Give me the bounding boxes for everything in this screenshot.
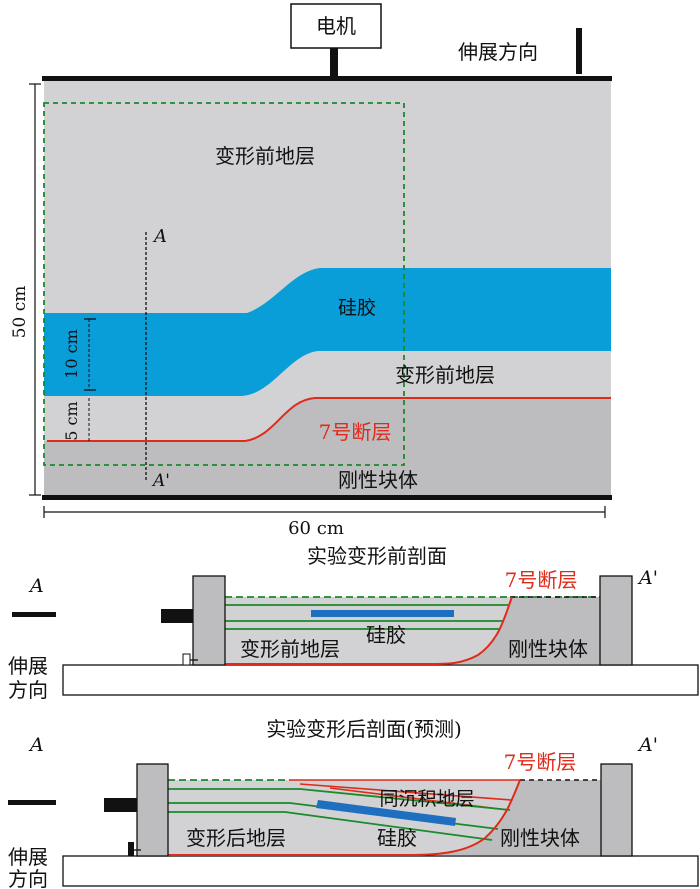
fault-label-after: 7号断层 xyxy=(504,750,577,774)
section-before-A-prime: A' xyxy=(637,567,658,589)
fault-label: 7号断层 xyxy=(319,420,392,444)
green-line-3-after xyxy=(168,811,493,841)
motor-box xyxy=(290,3,382,49)
silicone-block-before xyxy=(311,610,454,617)
silicone-label-before: 硅胶 xyxy=(366,623,406,647)
left-wall-after xyxy=(136,763,169,857)
plan-label-A-prime: A' xyxy=(151,471,170,491)
section-before: 实验变形前剖面 A A' 7号断层 变形前地层 硅胶 刚性块体 伸展 方向 xyxy=(8,544,699,702)
dim-50cm-label: 50 cm xyxy=(10,286,30,339)
silicone-label: 硅胶 xyxy=(338,297,376,319)
motor-label: 电机 xyxy=(316,14,356,38)
rigid-block-label-after: 刚性块体 xyxy=(500,826,580,850)
dim-5cm-label: 5 cm xyxy=(62,401,81,440)
section-before-marker xyxy=(12,612,56,617)
fault-after xyxy=(168,779,521,856)
silicone-band xyxy=(44,268,611,396)
pre-strata-label-top: 变形前地层 xyxy=(215,144,315,168)
base-plate-after xyxy=(62,855,699,887)
plan-view: 电机 伸展方向 A A' 变形前地层 硅胶 变形前地层 7号断层 刚性块体 xyxy=(10,3,612,539)
small-clamp-before xyxy=(182,653,191,666)
extension-direction-label: 伸展方向 xyxy=(458,40,538,64)
strata-label-after: 变形后地层 xyxy=(186,826,286,850)
left-wall-before xyxy=(192,575,226,666)
strata-after xyxy=(168,780,520,855)
fault-before xyxy=(225,596,513,666)
section-after-marker xyxy=(8,800,56,805)
section-after-title: 实验变形后剖面(预测) xyxy=(266,717,462,741)
piston-before xyxy=(161,609,193,623)
extension-direction-after-2: 方向 xyxy=(8,867,48,889)
bottom-wall xyxy=(42,495,612,500)
rigid-block-label: 刚性块体 xyxy=(338,468,418,492)
top-wall xyxy=(42,76,612,81)
right-wall-before xyxy=(599,575,633,666)
green-line-1-after xyxy=(168,788,511,811)
extension-direction-before-2: 方向 xyxy=(8,678,48,702)
fault-label-before: 7号断层 xyxy=(505,568,578,592)
section-after-A: A xyxy=(28,734,44,756)
dim-10cm-label: 10 cm xyxy=(62,329,81,379)
fault-line xyxy=(47,397,611,442)
syn-strata-label: 同沉积地层 xyxy=(379,788,474,810)
pre-strata-label-mid: 变形前地层 xyxy=(395,363,495,387)
right-wall-after xyxy=(600,763,633,857)
study-area-outline xyxy=(43,102,405,466)
dim-60cm-label: 60 cm xyxy=(288,518,344,539)
extension-direction-after-1: 伸展 xyxy=(8,845,48,869)
base-plate-before xyxy=(62,664,699,696)
plan-label-A: A xyxy=(152,226,167,247)
rigid-block-label-before: 刚性块体 xyxy=(508,637,588,661)
motor-shaft xyxy=(330,48,338,76)
small-clamp-after xyxy=(128,842,134,856)
section-before-title: 实验变形前剖面 xyxy=(307,544,447,568)
silicone-block-after xyxy=(316,800,456,826)
rigid-block-after xyxy=(412,780,601,855)
piston-after xyxy=(104,798,137,812)
section-before-A: A xyxy=(28,575,44,597)
section-after-A-prime: A' xyxy=(637,734,658,756)
section-after: 实验变形后剖面(预测) A A' 7号断层 同沉积地层 变形后地层 xyxy=(8,717,699,889)
rigid-block-before xyxy=(420,597,600,665)
rigid-block-area xyxy=(44,398,611,496)
extension-direction-before-1: 伸展 xyxy=(8,654,48,678)
strata-label-before: 变形前地层 xyxy=(240,637,340,661)
syn-line-2 xyxy=(299,783,512,801)
silicone-label-after: 硅胶 xyxy=(377,826,417,850)
extension-marker xyxy=(576,28,582,74)
